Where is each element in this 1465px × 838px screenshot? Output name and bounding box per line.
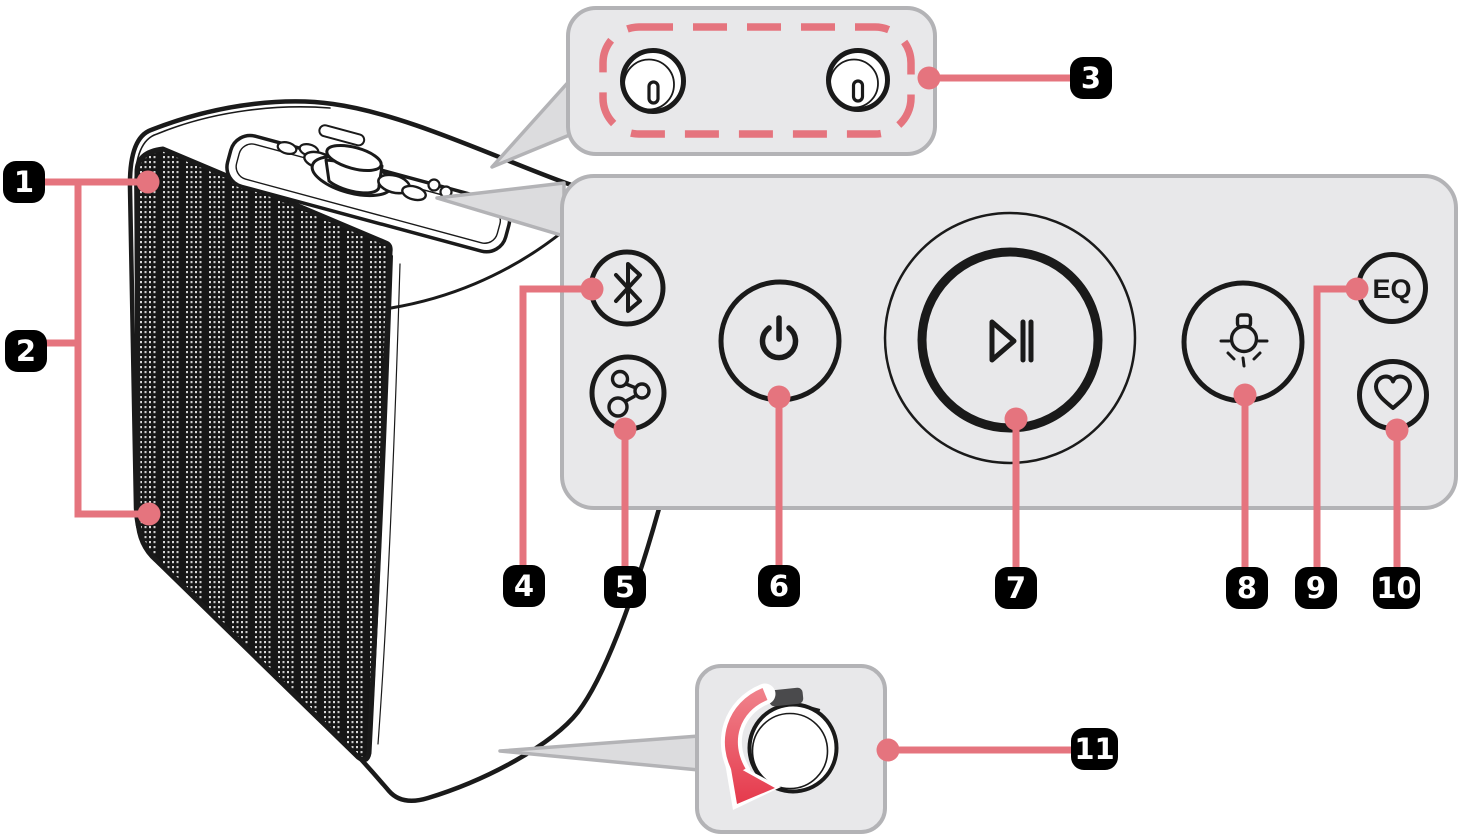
top-knobs-panel <box>566 6 937 156</box>
eq-button-label: EQ <box>1372 274 1411 304</box>
callout-label-1: 1 <box>3 161 45 203</box>
share-link-icon <box>607 369 651 418</box>
callout-line-2 <box>45 182 149 518</box>
callout-dot-11 <box>876 738 900 762</box>
rotary-knob-panel <box>695 664 887 834</box>
callout-label-11: 11 <box>1071 728 1118 770</box>
callout-label-10: 10 <box>1373 567 1420 609</box>
dashed-highlight-box <box>599 23 915 138</box>
callout-dot-10 <box>1385 418 1409 442</box>
callout-label-6: 6 <box>758 565 800 607</box>
callout-dot-7 <box>1004 407 1028 431</box>
callout-dot-8 <box>1233 383 1257 407</box>
knob-pointer-tab <box>768 687 804 707</box>
heart-icon <box>1374 374 1412 410</box>
callout-label-8: 8 <box>1226 567 1268 609</box>
callout-label-4: 4 <box>503 565 545 607</box>
callout-dot-5 <box>613 417 637 441</box>
callout-lines-1-2 <box>45 170 161 526</box>
callout-dot-1 <box>136 170 160 194</box>
power-icon <box>759 315 799 361</box>
callout-label-7: 7 <box>995 567 1037 609</box>
top-control-strip <box>225 124 512 254</box>
play-pause-icon <box>989 319 1034 363</box>
callout-label-2: 2 <box>5 330 47 372</box>
callout-label-9: 9 <box>1295 567 1337 609</box>
callout-label-5: 5 <box>604 566 646 608</box>
eq-button: EQ <box>1356 252 1428 324</box>
rotation-arrow <box>720 683 781 810</box>
speaker-grille <box>134 146 393 763</box>
callout-line-4 <box>519 285 592 566</box>
bluetooth-icon <box>614 262 642 313</box>
volume-knob-left <box>620 48 686 114</box>
top-panel-tail <box>490 76 574 169</box>
panel-tails <box>435 76 701 772</box>
callout-dot-9 <box>1345 277 1369 301</box>
callout-dot-2 <box>137 502 161 526</box>
light-bulb-icon <box>1219 313 1269 368</box>
rotary-knob <box>747 687 839 794</box>
speaker-device <box>127 99 663 804</box>
callout-dot-6 <box>767 385 791 409</box>
callout-line-9 <box>1313 285 1357 568</box>
volume-knob-right <box>826 48 890 112</box>
callout-lines <box>519 66 1409 762</box>
main-control-panel: EQ <box>560 174 1458 510</box>
callout-dot-3 <box>917 66 941 90</box>
callout-label-3: 3 <box>1070 57 1112 99</box>
callout-dot-4 <box>580 277 604 301</box>
